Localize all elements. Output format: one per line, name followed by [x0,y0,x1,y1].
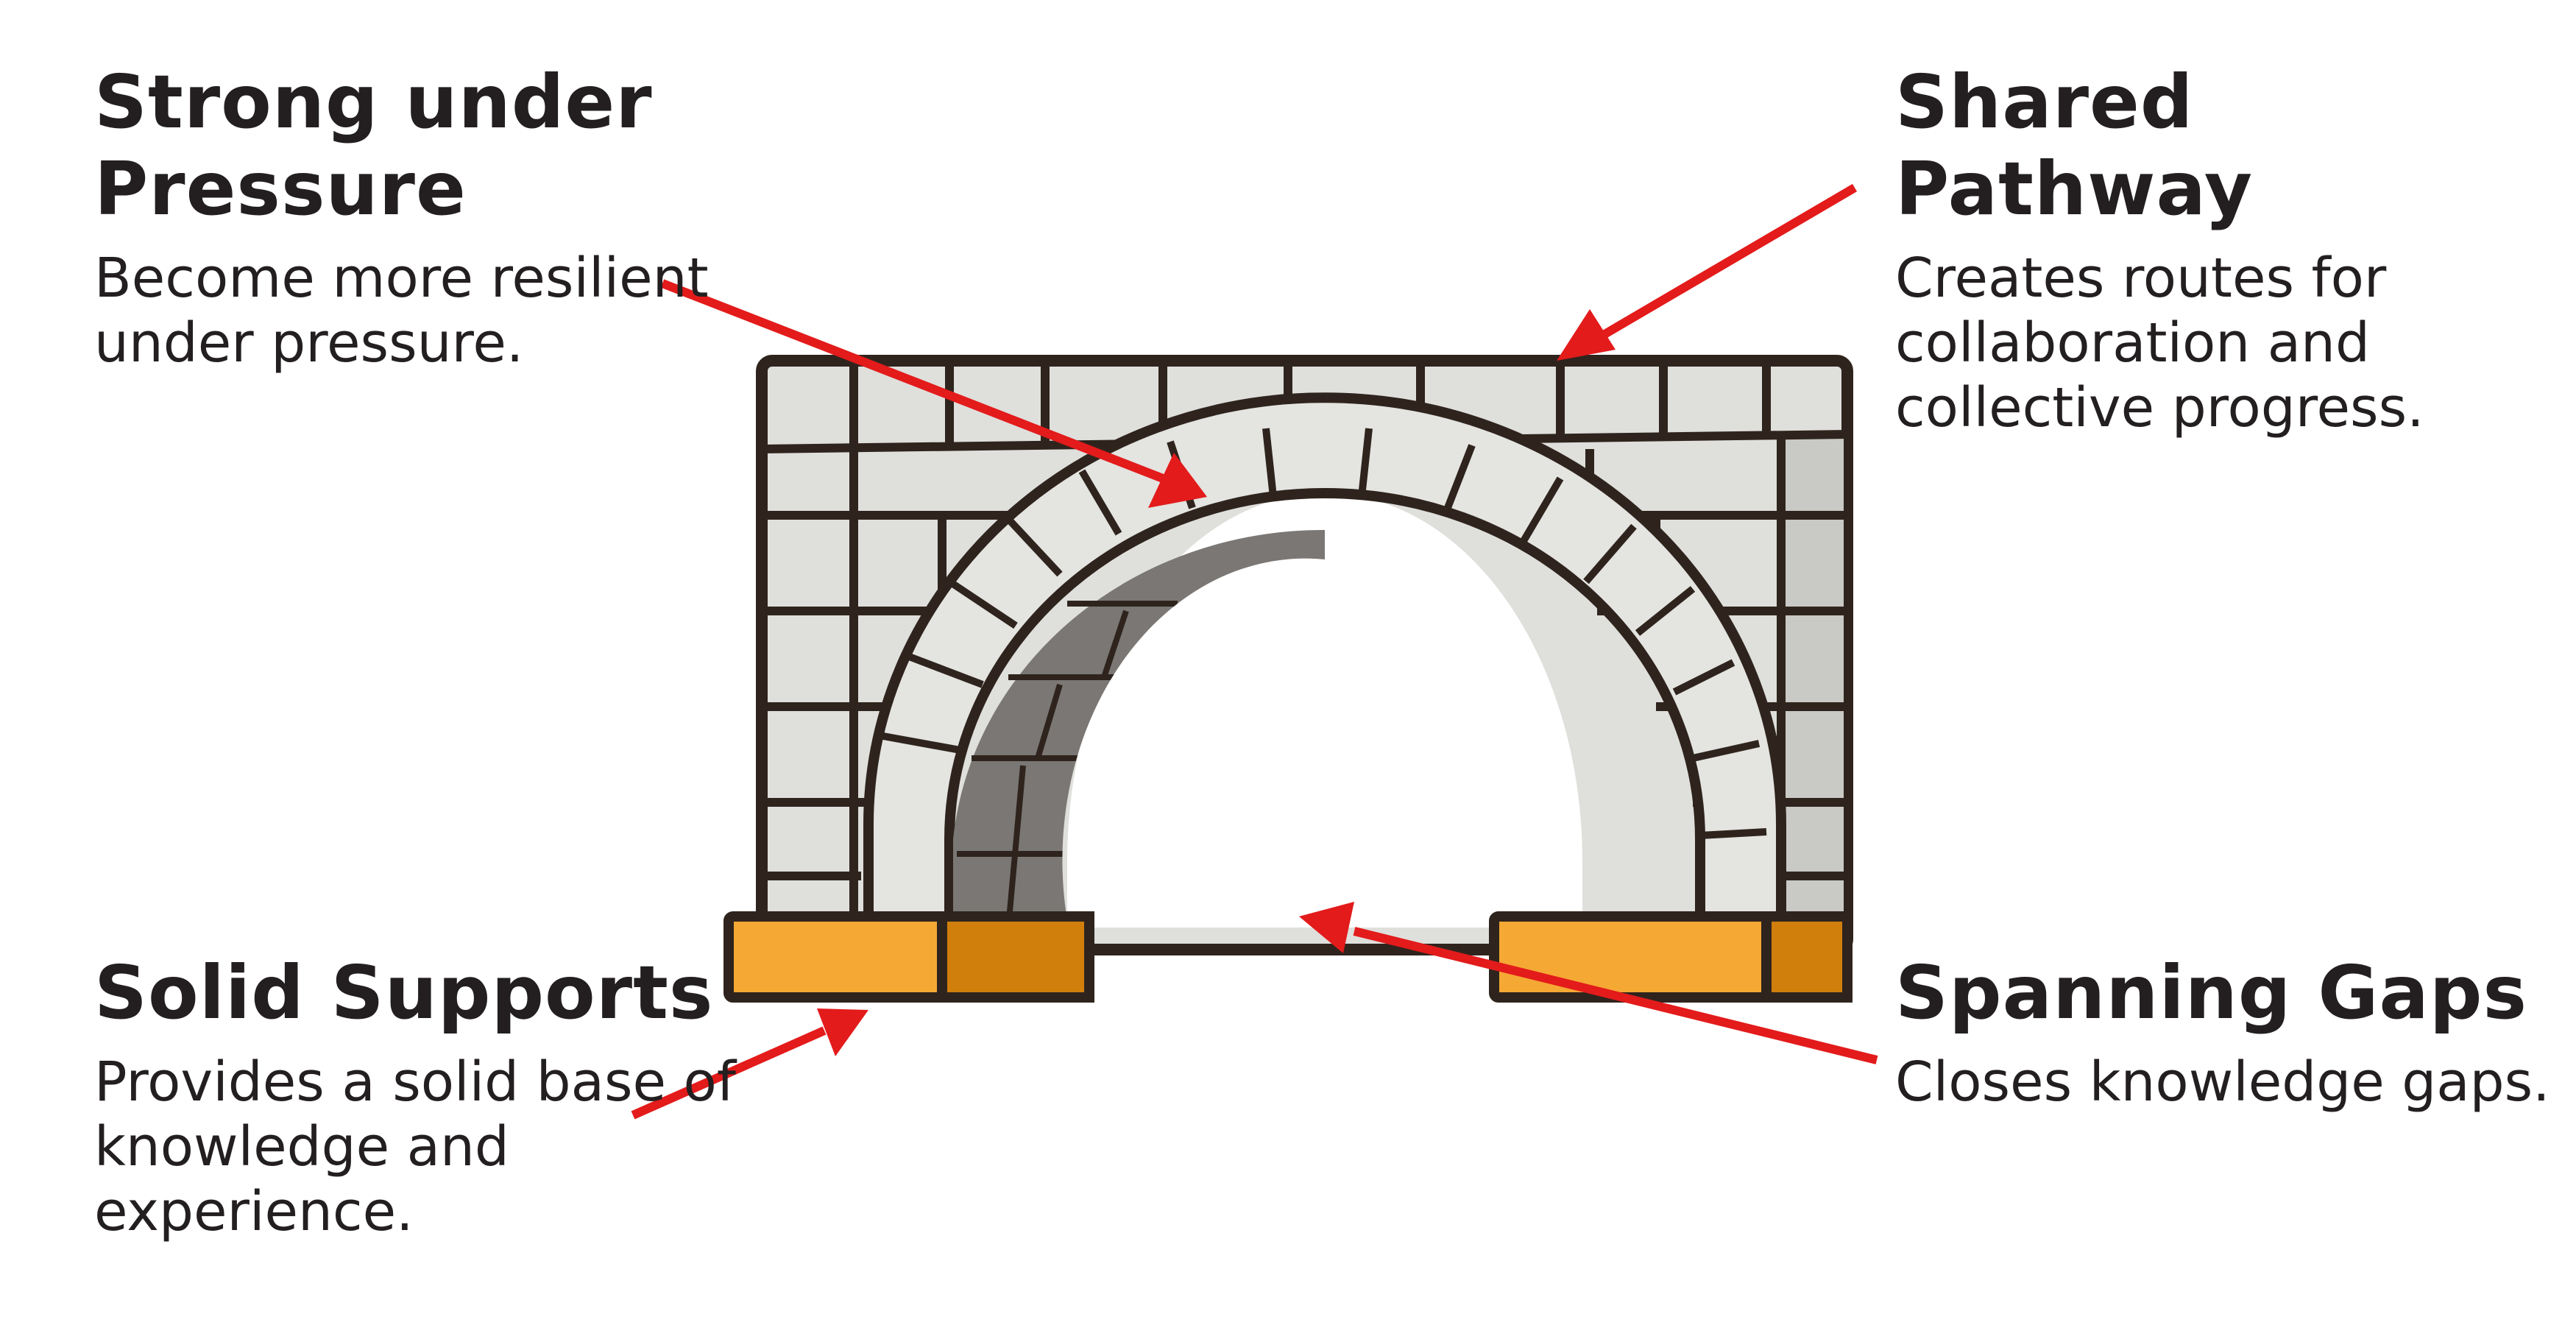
right-base [1489,911,1853,1003]
callout-solid-supports: Solid Supports Provides a solid base of … [94,950,757,1244]
arch-underside-shadow [953,529,1325,920]
arrows [631,183,1878,1120]
callout-title: Strong under Pressure [94,59,653,232]
arrow-strong-under-pressure [660,279,1207,508]
callout-title: Shared Pathway [1895,59,2254,232]
callout-description: Closes knowledge gaps. [1895,1050,2550,1114]
callout-description: Become more resilient under pressure. [94,247,709,375]
callout-title: Spanning Gaps [1895,950,2527,1036]
callout-spanning-gaps: Spanning Gaps Closes knowledge gaps. [1895,950,2558,1114]
arrow-shared-pathway [1557,183,1858,361]
arrow-solid-supports [631,1008,868,1120]
arrow-spanning-gaps [1299,902,1878,1064]
callout-shared-pathway: Shared Pathway Creates routes for collab… [1895,59,2558,440]
callout-description: Provides a solid base of knowledge and e… [94,1050,736,1243]
callout-strong-under-pressure: Strong under Pressure Become more resili… [94,59,830,375]
callout-description: Creates routes for collaboration and col… [1895,247,2424,439]
callout-title: Solid Supports [94,950,714,1036]
left-base [723,911,1094,1003]
